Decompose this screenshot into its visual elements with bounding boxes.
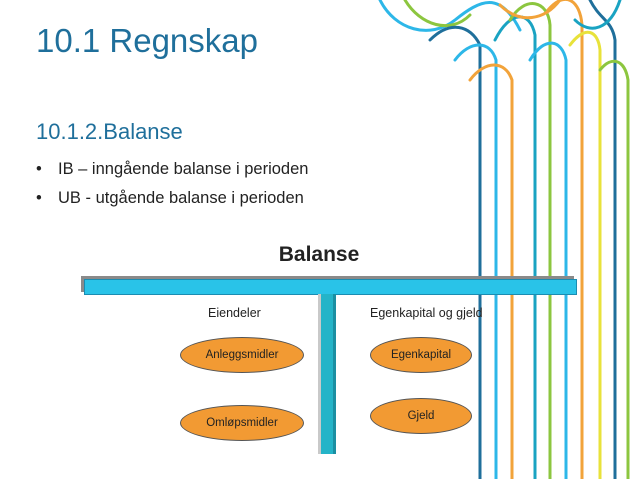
bullet-dot: • [36,189,42,207]
assets-label: Eiendeler [208,306,261,320]
bullet-text: UB - utgående balanse i perioden [58,189,304,207]
bullet-text: IB – inngående balanse i perioden [58,160,309,178]
balance-beam [84,279,577,295]
fixed-assets-label: Anleggsmidler [205,349,279,361]
diagram-title: Balanse [278,243,360,266]
bullet-item: • UB - utgående balanse i perioden [36,184,308,213]
equity-ellipse: Egenkapital [370,337,472,373]
bullet-item: • IB – inngående balanse i perioden [36,155,308,184]
current-assets-ellipse: Omløpsmidler [180,405,304,441]
bullet-dot: • [36,160,42,178]
current-assets-label: Omløpsmidler [206,417,278,429]
balance-stand [321,294,333,454]
bullet-list: • IB – inngående balanse i perioden • UB -… [36,155,308,213]
equity-liabilities-label: Egenkapital og gjeld [370,306,483,320]
slide-subtitle: 10.1.2.Balanse [36,119,183,144]
slide-title: 10.1 Regnskap [36,22,258,59]
liabilities-label: Gjeld [407,410,435,422]
liabilities-ellipse: Gjeld [370,398,472,434]
fixed-assets-ellipse: Anleggsmidler [180,337,304,373]
equity-label: Egenkapital [390,349,452,361]
